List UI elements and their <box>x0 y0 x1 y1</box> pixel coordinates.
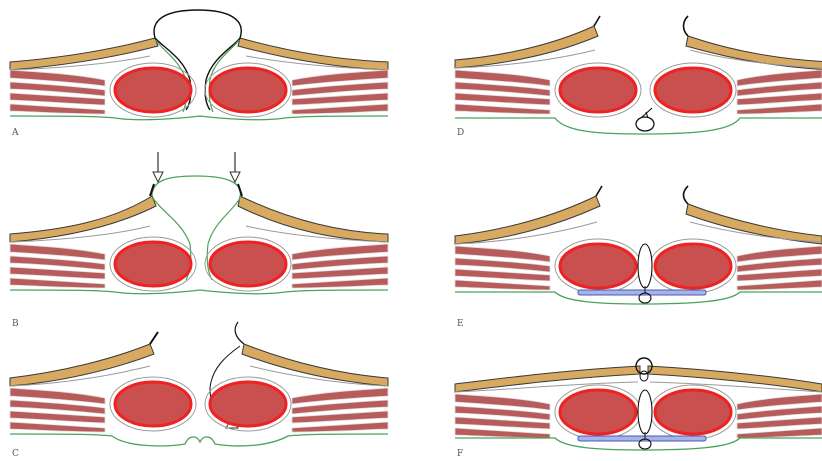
panel-e: E <box>455 186 822 329</box>
fat-layer-left <box>455 26 598 68</box>
panel-label-c: C <box>12 449 19 459</box>
peritoneum-line <box>10 434 388 446</box>
panel-c: C <box>10 322 388 459</box>
peritoneum-line <box>10 116 388 120</box>
rectus-muscle-right <box>210 68 286 112</box>
panel-label-a: A <box>11 128 19 138</box>
rectus-muscle-right <box>655 244 731 288</box>
panel-label-d: D <box>457 128 464 138</box>
rectus-muscle-left <box>560 68 636 112</box>
fat-layer-right <box>686 36 822 70</box>
rectus-muscle-left <box>560 390 636 434</box>
panel-d: D <box>455 16 822 138</box>
suture-knot <box>636 108 654 131</box>
peritoneum-line <box>455 118 822 134</box>
fat-layer-left <box>455 366 640 392</box>
panel-label-f: F <box>457 449 463 459</box>
rectus-muscle-left <box>115 242 191 286</box>
fat-layer-right <box>242 344 388 386</box>
peritoneum-line <box>10 290 388 294</box>
rectus-muscle-left <box>115 68 191 112</box>
rectus-muscle-left <box>115 382 191 426</box>
panel-label-b: B <box>12 319 19 329</box>
rectus-muscle-right <box>655 68 731 112</box>
fat-layer-left <box>10 196 156 242</box>
panel-a: A <box>10 10 388 138</box>
rectus-muscle-right <box>655 390 731 434</box>
closure-suture <box>638 390 652 434</box>
panel-label-e: E <box>457 319 464 329</box>
closure-suture <box>638 244 652 288</box>
fat-layer-right <box>238 196 388 242</box>
panel-b: B <box>10 152 388 329</box>
rectus-muscle-right <box>210 382 286 426</box>
rectus-muscle-left <box>560 244 636 288</box>
pressure-arrow-left <box>153 152 163 182</box>
fat-layer-right <box>686 204 822 244</box>
rectus-muscle-right <box>210 242 286 286</box>
pressure-arrow-right <box>230 152 240 182</box>
panel-f: F <box>455 358 822 459</box>
